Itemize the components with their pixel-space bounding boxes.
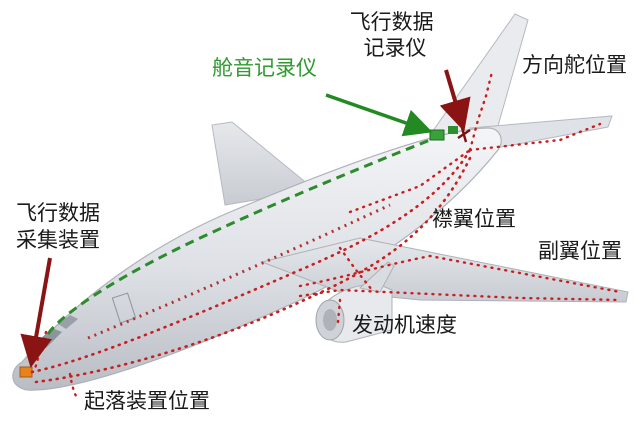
vertical-stabilizer: [429, 13, 529, 141]
fdau-unit: [19, 366, 33, 378]
label-aileron: 副翼位置: [538, 239, 622, 263]
label-fdr-line2: 记录仪: [364, 36, 427, 60]
label-fdr-line1: 飞行数据: [350, 10, 434, 34]
fdau-callout-arrow: [20, 257, 52, 368]
label-fdau-line1: 飞行数据: [16, 201, 100, 225]
label-fdau-line2: 采集装置: [16, 228, 100, 252]
cvr-callout-arrow: [325, 93, 433, 137]
engine-nacelle: [315, 261, 395, 343]
label-rudder: 方向舵位置: [522, 53, 627, 77]
label-cvr: 舱音记录仪: [212, 56, 317, 80]
fuselage: [12, 127, 502, 391]
label-fdau: 飞行数据 采集装置: [16, 201, 107, 252]
label-engine: 发动机速度: [352, 313, 457, 337]
label-fdr: 飞行数据 记录仪: [350, 10, 441, 60]
label-flap: 襟翼位置: [432, 207, 516, 231]
fdr-callout-arrow: [439, 69, 471, 132]
cockpit-voice-wiring: [46, 134, 441, 335]
label-gear: 起落装置位置: [84, 389, 210, 413]
lower-wing: [260, 237, 629, 303]
